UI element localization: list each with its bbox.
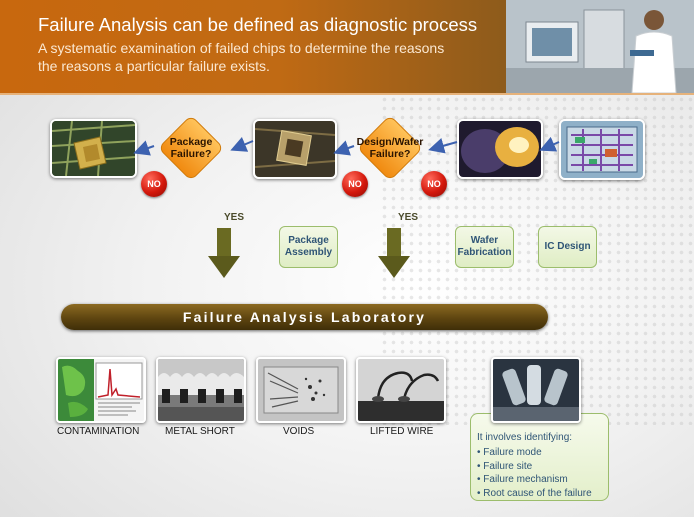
contamination-image [56,357,146,423]
lifted-wire-image [356,357,446,423]
ic-design-label: IC Design [544,241,591,252]
lab-technician-photo [506,0,694,93]
package-failure-label: Package Failure? [169,136,213,160]
lifted-wire-caption: LIFTED WIRE [370,426,434,437]
info-heading: It involves identifying: [477,432,573,443]
voids-caption: VOIDS [283,426,315,437]
info-item-failure-site: Failure site [477,460,592,474]
yes-label-package: YES [224,212,245,223]
no-badge-chip: NO [342,171,368,197]
failure-analysis-lab-banner: Failure Analysis Laboratory [61,304,548,330]
yes-arrow-left [208,228,240,278]
page-subtitle: A systematic examination of failed chips… [38,39,498,75]
ic-design-layout-image [559,119,645,180]
subtitle-line-2: the reasons a particular failure exists. [38,58,270,74]
arrow-to-sim-card [133,140,155,156]
design-wafer-failure-label: Design/Wafer Failure? [356,136,424,160]
arrow-to-package-decision [230,136,254,152]
package-assembly-label: Package Assembly [284,235,333,258]
wafer-fabrication-label: Wafer Fabrication [457,235,512,258]
header-divider [0,93,694,95]
metal-short-image [156,357,246,423]
voids-image [256,357,346,423]
wafer-fabrication-box: Wafer Fabrication [455,226,514,268]
info-item-failure-mechanism: Failure mechanism [477,473,592,487]
subtitle-line-1: A systematic examination of failed chips… [38,40,445,56]
no-badge-design: NO [421,171,447,197]
no-badge-package: NO [141,171,167,197]
package-assembly-box: Package Assembly [279,226,338,268]
wafer-image [457,119,543,179]
yes-label-design: YES [398,212,419,223]
info-item-root-cause: Root cause of the failure [477,487,591,501]
microscope-image [491,357,581,423]
ic-design-box: IC Design [538,226,597,268]
sim-card-chip-image [50,119,137,178]
yes-arrow-right [378,228,410,278]
metal-short-caption: METAL SHORT [165,426,235,437]
contamination-caption: CONTAMINATION [57,426,140,437]
package-failure-decision [151,108,231,188]
info-item-failure-mode: Failure mode [477,446,592,460]
arrow-to-design-decision [428,138,458,154]
page-title: Failure Analysis can be defined as diagn… [38,14,478,35]
arrow-to-wafer [539,136,560,152]
arrow-to-chip-package [333,140,355,156]
design-wafer-failure-decision [350,108,430,188]
info-list: Failure mode Failure site Failure mechan… [477,446,592,501]
